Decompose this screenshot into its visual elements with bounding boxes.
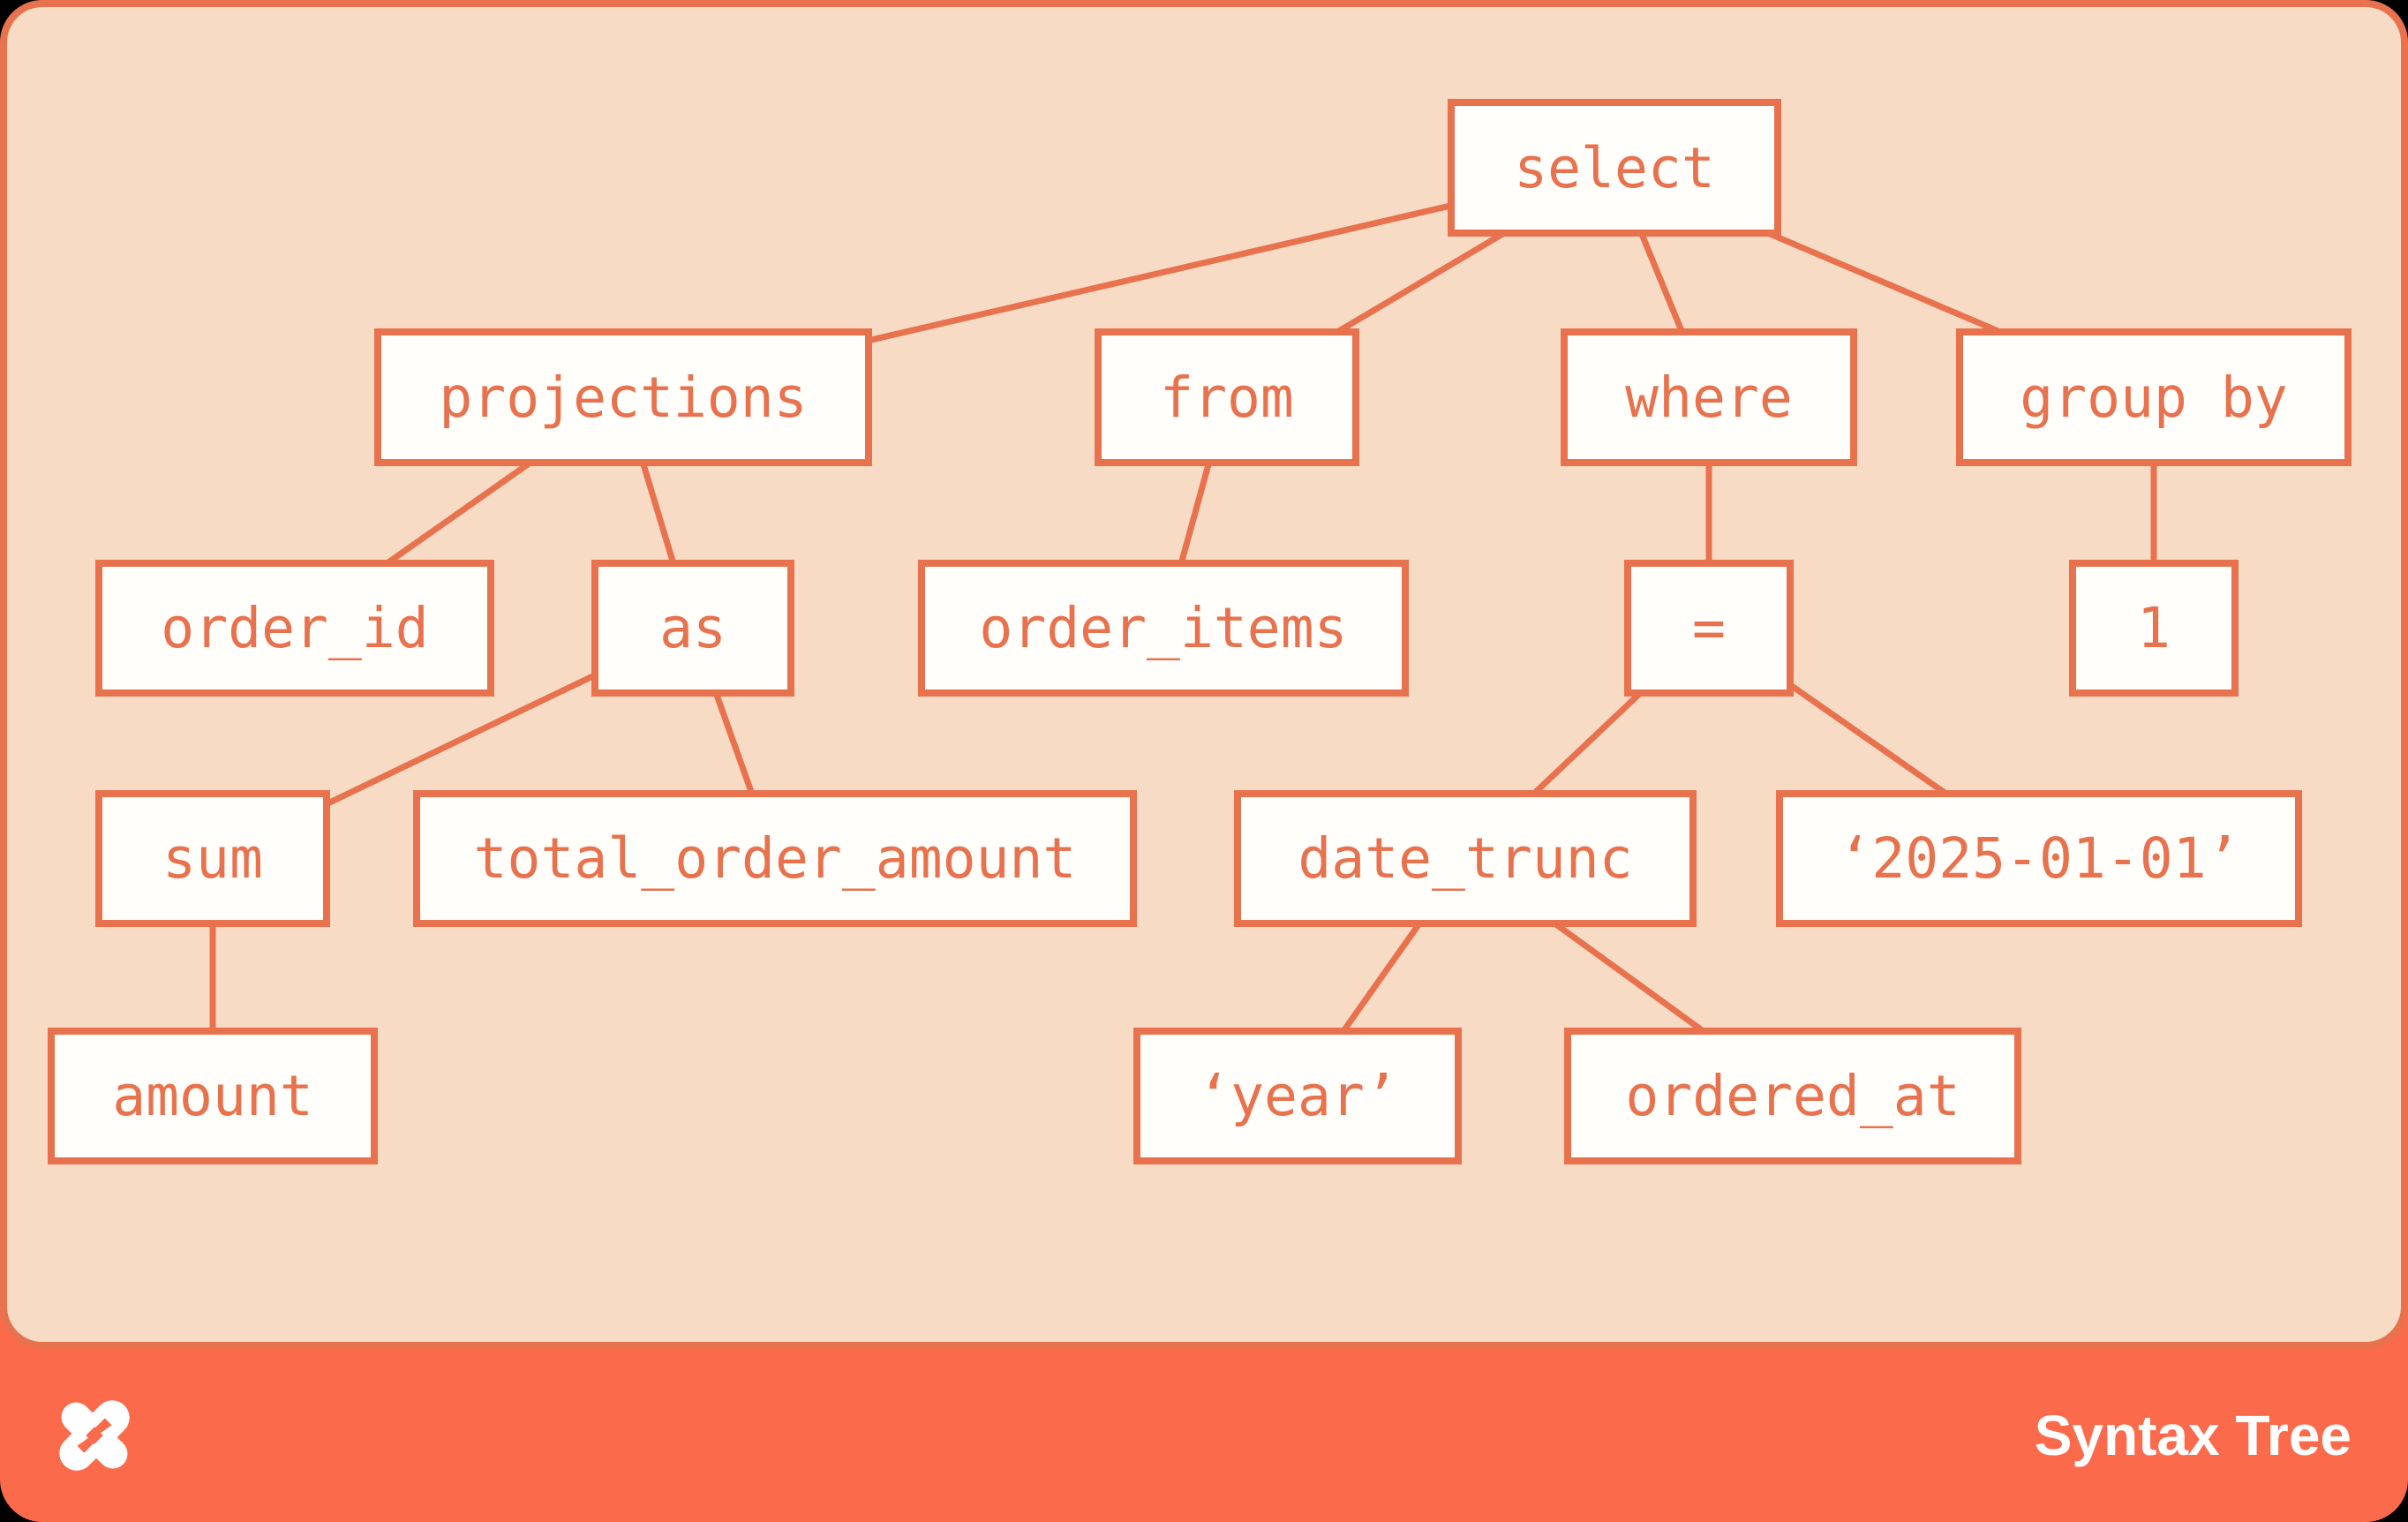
tree-node-label: 1 (2137, 596, 2171, 660)
tree-node-as: as (591, 560, 794, 697)
tree-node-ordered-at: ordered_at (1564, 1028, 2021, 1164)
tree-node-label: = (1692, 596, 1726, 660)
tree-node-label: ordered_at (1625, 1064, 1960, 1128)
tree-node-date-trunc: date_trunc (1234, 790, 1697, 927)
tree-node-date-literal: ‘2025-01-01’ (1776, 790, 2302, 927)
tree-node-sum: sum (95, 790, 330, 927)
tree-node-total-order-amount: total_order_amount (413, 790, 1137, 927)
tree-node-label: from (1160, 365, 1294, 430)
footer-bar: Syntax Tree (0, 1349, 2408, 1522)
tree-node-where: where (1561, 328, 1857, 466)
tree-node-label: select (1514, 135, 1715, 200)
tree-node-label: ‘year’ (1197, 1064, 1398, 1128)
footer-title: Syntax Tree (2034, 1404, 2352, 1467)
tree-node-year-literal: ‘year’ (1133, 1028, 1462, 1164)
tree-node-projections: projections (374, 328, 872, 466)
dbt-logo-icon (59, 1400, 130, 1471)
tree-node-order-items: order_items (918, 560, 1409, 697)
tree-node-eq: = (1624, 560, 1794, 697)
tree-node-label: ‘2025-01-01’ (1838, 826, 2240, 891)
tree-node-order-id: order_id (95, 560, 494, 697)
tree-node-label: amount (112, 1064, 313, 1128)
tree-layer: select projections from where group by order_… (48, 99, 2352, 1164)
tree-node-label: sum (162, 826, 263, 891)
tree-node-label: order_items (979, 596, 1348, 660)
tree-node-label: date_trunc (1298, 826, 1633, 891)
tree-node-label: total_order_amount (473, 826, 1077, 891)
tree-node-group-by: group by (1956, 328, 2352, 466)
tree-node-label: order_id (161, 596, 429, 660)
tree-node-label: group by (2020, 365, 2288, 430)
tree-node-amount: amount (48, 1028, 378, 1164)
tree-node-label: projections (439, 365, 808, 430)
tree-node-one: 1 (2069, 560, 2239, 697)
tree-node-from: from (1095, 328, 1359, 466)
tree-node-label: as (659, 596, 726, 660)
tree-node-label: where (1625, 365, 1793, 430)
tree-node-select: select (1448, 99, 1781, 237)
